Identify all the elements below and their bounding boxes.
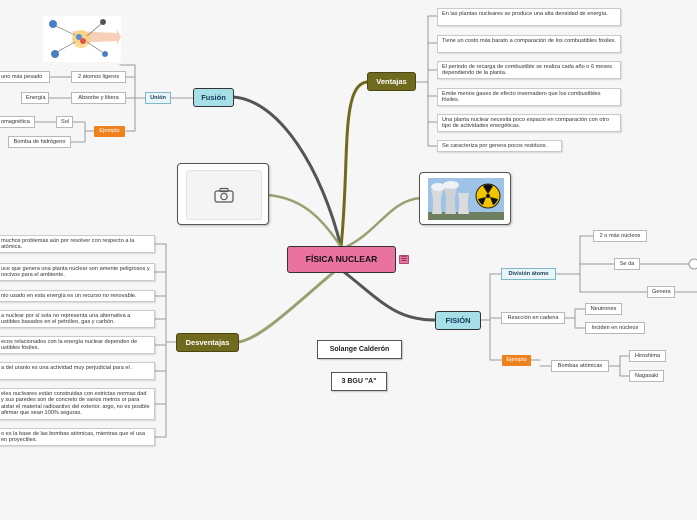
central-topic[interactable]: FÍSICA NUCLEAR: [287, 246, 396, 273]
note-icon[interactable]: ☰: [399, 255, 409, 264]
fusion-diagram-image[interactable]: [43, 16, 121, 62]
chain-item-nuclei-hit[interactable]: Inciden en núcleos: [585, 322, 645, 334]
desventaja-item[interactable]: nio usado en esta energía es un recurso …: [0, 290, 155, 302]
union-node[interactable]: Unión: [145, 92, 171, 104]
desventaja-item[interactable]: a del uranio es una actividad muy perjud…: [0, 362, 155, 380]
ventaja-item[interactable]: En las plantas nucleares se produce una …: [437, 8, 621, 26]
ventaja-item[interactable]: Tiene un costo más barato a comparación …: [437, 35, 621, 53]
example-item-sun[interactable]: Sol: [56, 116, 73, 128]
desventajas-topic[interactable]: Desventajas: [176, 333, 239, 352]
division-item-generates[interactable]: Genera: [647, 286, 675, 298]
desventaja-item[interactable]: o es la base de las bombas atómicas, mie…: [0, 428, 155, 446]
union-far-energy[interactable]: Energía: [21, 92, 49, 104]
nuclear-plant-image[interactable]: [419, 172, 511, 225]
author-name[interactable]: Solange Calderón: [317, 340, 402, 359]
division-item-nuclei[interactable]: 2 o más núcleos: [593, 230, 647, 242]
fusion-topic[interactable]: Fusión: [193, 88, 234, 107]
union-far-heavier[interactable]: uno más pesado: [0, 71, 50, 83]
example-item-hydrogen-bomb[interactable]: Bomba de hidrógeno: [8, 136, 71, 148]
image-placeholder[interactable]: [177, 163, 269, 225]
ventajas-topic[interactable]: Ventajas: [367, 72, 416, 91]
desventaja-item[interactable]: ecos relacionados con la energía nuclear…: [0, 336, 155, 354]
union-item-light-atoms[interactable]: 2 átomos ligeros: [71, 71, 126, 83]
desventaja-item[interactable]: uce que genera una planta nuclear son am…: [0, 263, 155, 281]
ventaja-item[interactable]: Una planta nuclear necesita poco espacio…: [437, 114, 621, 132]
fision-example-node[interactable]: Ejemplo: [502, 355, 531, 366]
union-item-absorbs-releases[interactable]: Absorbe y libera: [71, 92, 126, 104]
desventaja-item[interactable]: eles nucleares están construidas con est…: [0, 388, 155, 420]
desventaja-item[interactable]: a nuclear por sí sola no representa una …: [0, 310, 155, 328]
chain-item-neutrons[interactable]: Neutrones: [585, 303, 622, 315]
division-item-occurs[interactable]: Se da: [614, 258, 640, 270]
example-far-electromagnetic[interactable]: omagnética: [0, 116, 35, 128]
ventaja-item[interactable]: El periodo de recarga de combustible se …: [437, 61, 621, 79]
camera-icon: [214, 187, 234, 203]
fusion-example-node[interactable]: Ejemplo: [94, 126, 125, 137]
fision-topic[interactable]: FISIÓN: [435, 311, 481, 330]
ventaja-item[interactable]: Emite menos gases de efecto invernadero …: [437, 88, 621, 106]
bomb-item-hiroshima[interactable]: Hiroshima: [629, 350, 666, 362]
desventaja-item[interactable]: muchos problemas aún por resolver con re…: [0, 235, 155, 253]
bomb-item-nagasaki[interactable]: Nagasaki: [629, 370, 664, 382]
division-node[interactable]: División átomo: [501, 268, 556, 280]
ventaja-item[interactable]: Se caracteriza por genera pocos residuos…: [437, 140, 562, 152]
author-group[interactable]: 3 BGU "A": [331, 372, 387, 391]
atomic-bombs-node[interactable]: Bombas atómicas: [551, 360, 609, 372]
chain-reaction-node[interactable]: Reacción en cadena: [501, 312, 565, 324]
